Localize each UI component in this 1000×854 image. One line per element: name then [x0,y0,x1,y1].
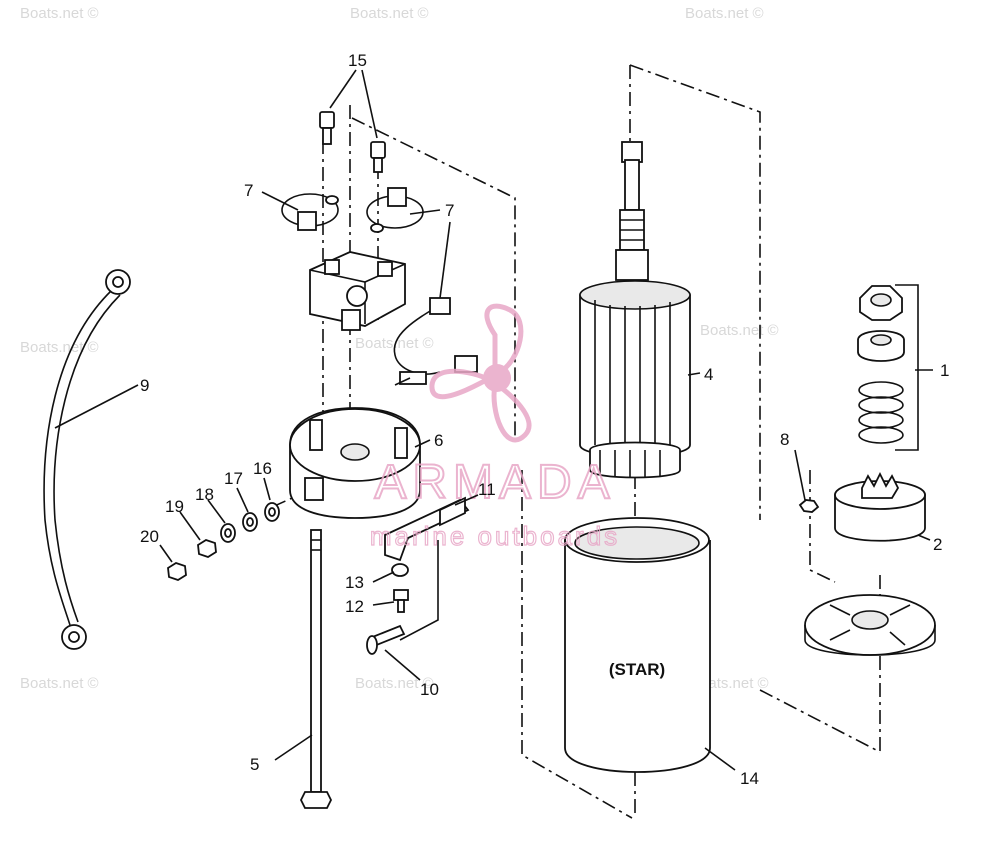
drive-end-plate [804,594,936,656]
callout-15: 15 [348,51,367,70]
callout-4: 4 [704,365,713,384]
watermark-1: Boats.net © [20,5,99,22]
callout-12: 12 [345,597,364,616]
watermark-5: Boats.net © [700,322,779,339]
frame-housing: (STAR) [564,517,711,773]
watermark-4: Boats.net © [20,339,99,356]
end-cap [289,407,421,519]
watermark-3: Boats.net © [685,5,764,22]
drive-hardware [857,285,905,444]
watermark-6: Boats.net © [20,675,99,692]
callout-17: 17 [224,469,243,488]
mounting-bracket [366,496,470,655]
watermark-7: Boats.net © [355,675,434,692]
screws [319,111,386,173]
callout-1: 1 [940,361,949,380]
battery-cable [43,269,131,650]
leader-lines [54,69,933,771]
callout-7-left: 7 [244,181,253,200]
propeller-icon [429,303,532,443]
callout-8: 8 [780,430,789,449]
logo-brand: ARMADA [374,456,615,509]
callout-5: 5 [250,755,259,774]
through-bolt [299,529,333,809]
callout-labels: 15 7 7 9 1 4 6 8 2 11 16 17 18 19 20 13 … [140,51,949,788]
armature [579,141,691,479]
brush-holder [309,251,406,331]
small-nut [798,499,820,513]
watermark-2: Boats.net © [350,5,429,22]
watermark-9: Boats.net © [355,335,434,352]
callout-16: 16 [253,459,272,478]
callout-7-right: 7 [445,201,454,220]
callout-11: 11 [478,480,496,499]
logo-tagline: marine outboards [370,521,620,551]
brush-springs [281,187,424,233]
callout-13: 13 [345,573,364,592]
callout-2: 2 [933,535,942,554]
callout-18: 18 [195,485,214,504]
housing-label: (STAR) [609,660,665,679]
terminal-hardware [167,502,280,581]
callout-6: 6 [434,431,443,450]
callout-20: 20 [140,527,159,546]
field-lead [393,297,478,386]
drive-pinion [834,471,926,542]
callout-10: 10 [420,680,439,699]
armada-logo: ARMADA marine outboards [369,303,620,552]
callout-9: 9 [140,376,149,395]
callout-14: 14 [740,769,759,788]
callout-19: 19 [165,497,184,516]
